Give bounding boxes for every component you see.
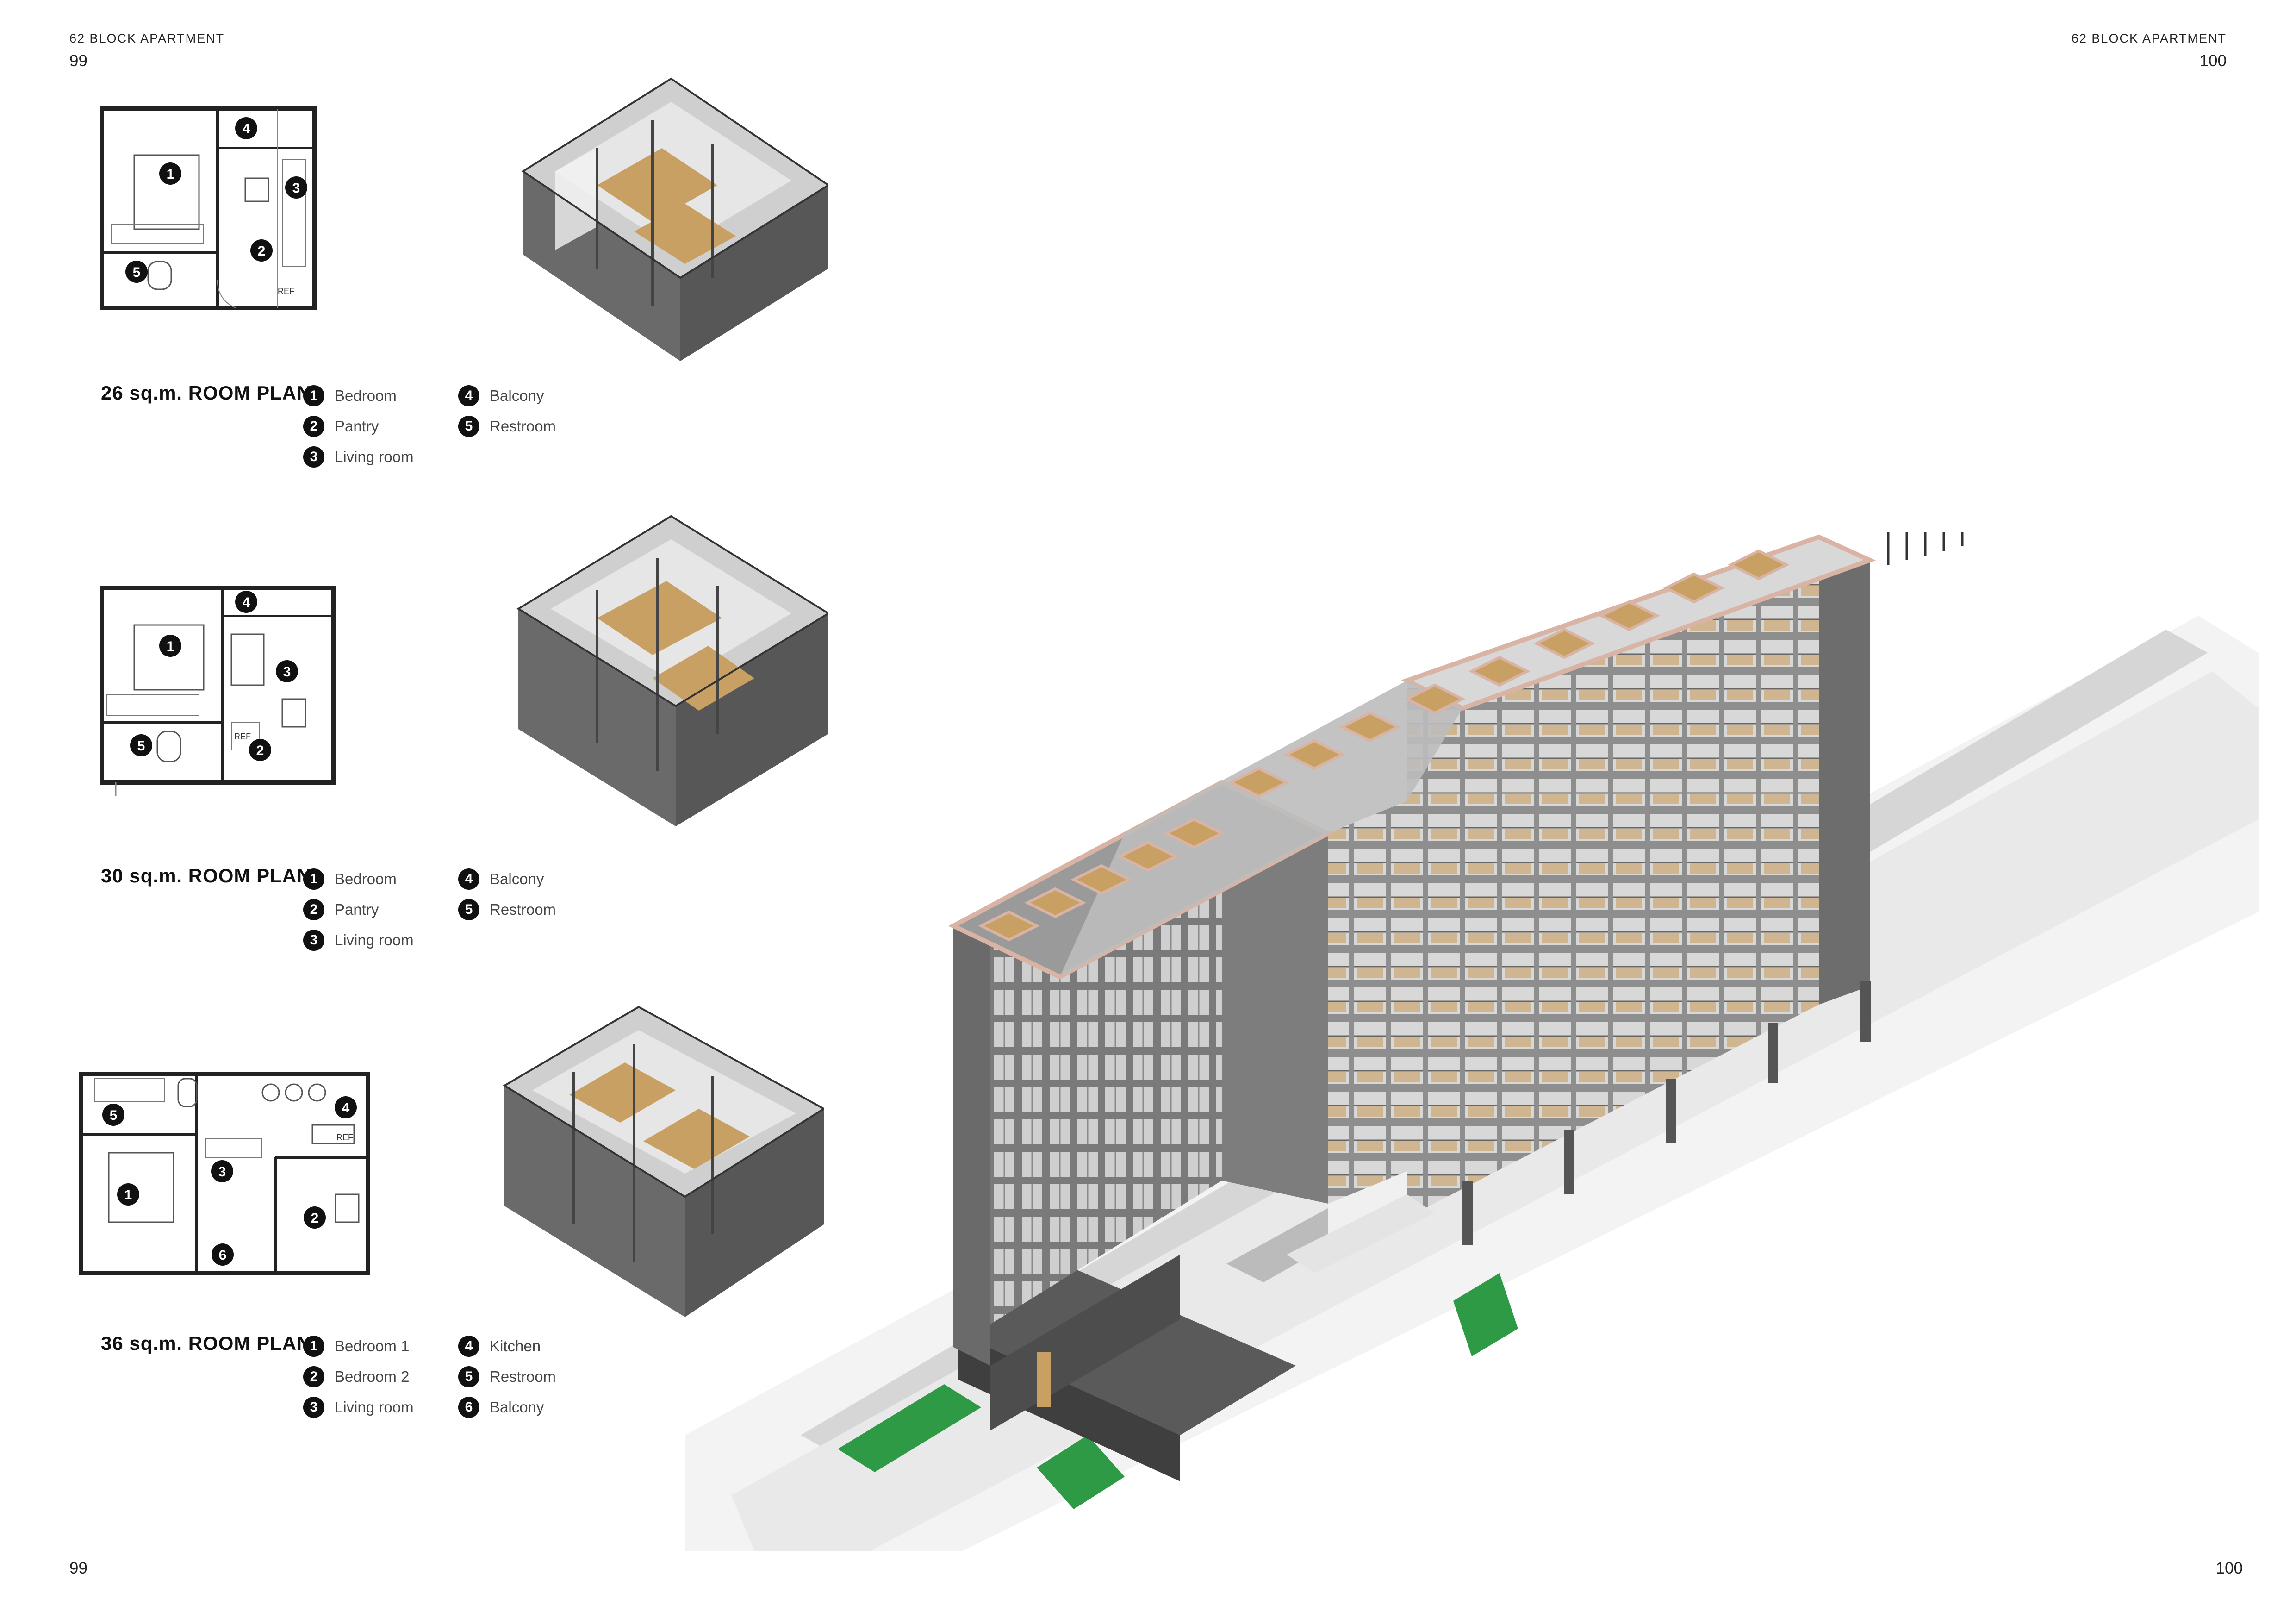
header-left-title: 62 BLOCK APARTMENT: [69, 31, 225, 45]
legend-badge: 4: [458, 385, 479, 406]
legend-label: Pantry: [335, 418, 379, 435]
legend-badge: 2: [303, 899, 324, 920]
plan-title-30: 30 sq.m. ROOM PLAN: [101, 865, 311, 887]
legend-badge: 6: [458, 1397, 479, 1418]
legend-badge: 5: [458, 416, 479, 437]
footer-left-page: 99: [69, 1559, 87, 1577]
legend-label: Bedroom: [335, 870, 397, 887]
ref-label: REF: [278, 287, 294, 296]
legend-label: Living room: [335, 931, 414, 949]
legend-item: 1 Bedroom: [303, 385, 397, 406]
ref-label: REF: [234, 732, 251, 741]
legend-badge: 1: [303, 385, 324, 406]
plan-title-26: 26 sq.m. ROOM PLAN: [101, 382, 311, 404]
floor-plan-36: REF 1 2 3 4 5 6: [76, 1065, 382, 1287]
header-left-page: 99: [69, 52, 87, 70]
legend-badge: 4: [458, 1336, 479, 1357]
legend-item: 2 Bedroom 2: [303, 1366, 409, 1387]
iso-room-36: [500, 1002, 824, 1317]
legend-badge: 5: [458, 1366, 479, 1387]
legend-label: Pantry: [335, 901, 379, 918]
svg-text:5: 5: [137, 738, 145, 754]
svg-text:4: 4: [243, 121, 250, 137]
legend-item: 4 Kitchen: [458, 1336, 541, 1357]
legend-label: Kitchen: [490, 1337, 541, 1355]
legend-label: Balcony: [490, 387, 544, 404]
legend-badge: 3: [303, 1397, 324, 1418]
legend-badge: 3: [303, 930, 324, 951]
svg-text:4: 4: [342, 1100, 350, 1116]
svg-text:1: 1: [167, 639, 174, 654]
legend-label: Restroom: [490, 1368, 556, 1385]
legend-item: 5 Restroom: [458, 1366, 556, 1387]
legend-item: 2 Pantry: [303, 416, 379, 437]
svg-text:6: 6: [219, 1248, 227, 1263]
svg-text:3: 3: [218, 1164, 226, 1180]
legend-item: 4 Balcony: [458, 385, 544, 406]
legend-item: 2 Pantry: [303, 899, 379, 920]
legend-label: Living room: [335, 448, 414, 465]
legend-item: 4 Balcony: [458, 868, 544, 890]
svg-text:5: 5: [110, 1108, 118, 1123]
iso-room-26: [514, 74, 828, 361]
svg-text:1: 1: [124, 1187, 132, 1203]
legend-badge: 5: [458, 899, 479, 920]
svg-text:1: 1: [167, 167, 174, 182]
legend-label: Balcony: [490, 1399, 544, 1416]
plan-title-36: 36 sq.m. ROOM PLAN: [101, 1332, 311, 1354]
legend-label: Restroom: [490, 901, 556, 918]
header-right-title: 62 BLOCK APARTMENT: [2071, 31, 2227, 45]
floor-plan-26: REF 1 2 3 4 5: [97, 104, 319, 312]
legend-label: Balcony: [490, 870, 544, 887]
legend-item: 1 Bedroom 1: [303, 1336, 409, 1357]
svg-text:3: 3: [292, 181, 300, 196]
svg-text:2: 2: [256, 743, 264, 758]
legend-badge: 4: [458, 868, 479, 890]
svg-text:3: 3: [283, 664, 291, 680]
floor-plan-30: REF 1 2 3 4 5: [97, 583, 347, 796]
legend-badge: 1: [303, 1336, 324, 1357]
legend-item: 3 Living room: [303, 1397, 414, 1418]
legend-badge: 1: [303, 868, 324, 890]
footer-right-page: 100: [2215, 1559, 2243, 1577]
svg-text:2: 2: [258, 244, 266, 259]
legend-label: Restroom: [490, 418, 556, 435]
legend-badge: 2: [303, 416, 324, 437]
legend-item: 5 Restroom: [458, 416, 556, 437]
legend-item: 5 Restroom: [458, 899, 556, 920]
legend-item: 3 Living room: [303, 930, 414, 951]
svg-text:5: 5: [133, 265, 141, 280]
iso-room-30: [514, 512, 828, 826]
svg-text:4: 4: [243, 595, 250, 610]
building-axonometric: [685, 532, 2259, 1551]
legend-item: 6 Balcony: [458, 1397, 544, 1418]
legend-label: Living room: [335, 1399, 414, 1416]
legend-item: 1 Bedroom: [303, 868, 397, 890]
legend-label: Bedroom: [335, 387, 397, 404]
header-right-page: 100: [2199, 52, 2227, 70]
legend-badge: 2: [303, 1366, 324, 1387]
legend-label: Bedroom 1: [335, 1337, 410, 1355]
legend-label: Bedroom 2: [335, 1368, 410, 1385]
legend-item: 3 Living room: [303, 446, 414, 468]
ref-label: REF: [336, 1133, 353, 1142]
svg-text:2: 2: [311, 1211, 319, 1226]
legend-badge: 3: [303, 446, 324, 468]
